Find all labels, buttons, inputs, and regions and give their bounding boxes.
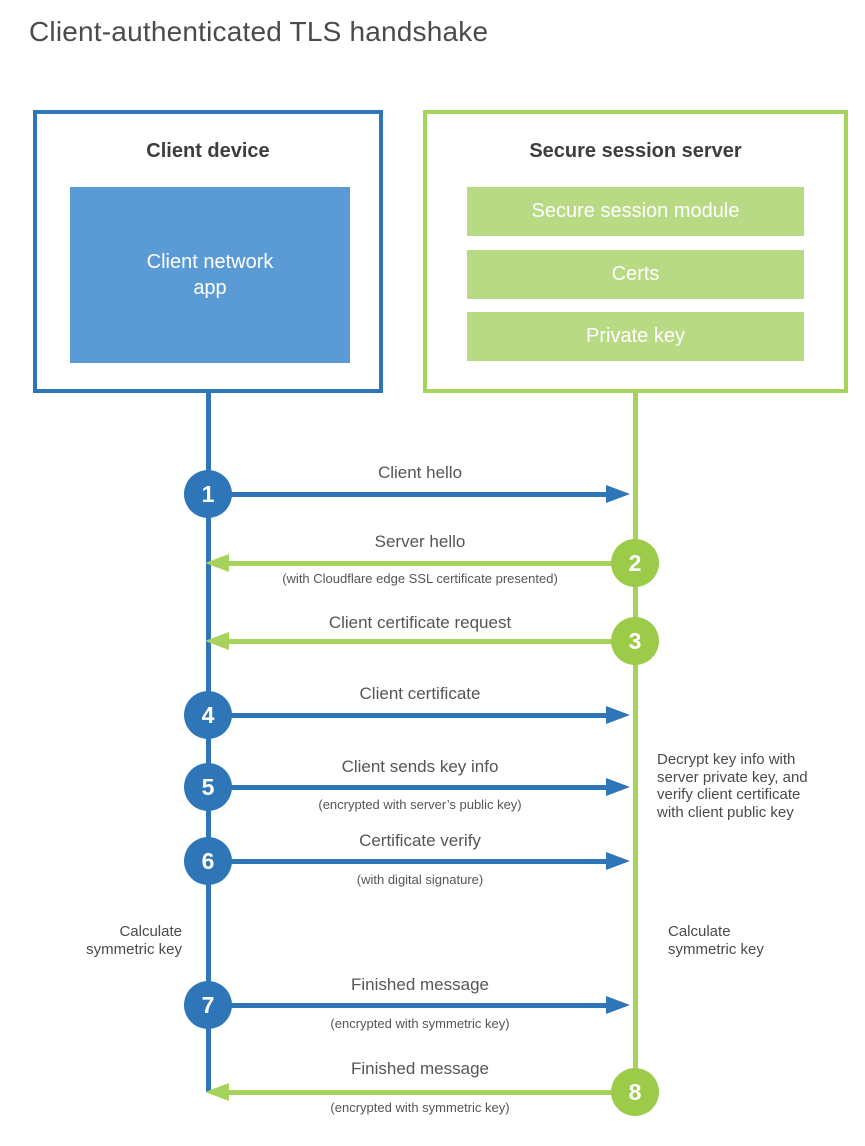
step-6-sublabel: (with digital signature): [356, 872, 484, 887]
decrypt-note: Decrypt key info with server private key…: [657, 751, 808, 822]
arrowhead-right-icon: [606, 996, 630, 1014]
secure-session-server-box: Secure session server Secure session mod…: [423, 110, 848, 393]
step-3-circle: 3: [611, 617, 659, 665]
step-7-label: Finished message: [351, 975, 489, 994]
client-device-box: Client device Client network app: [33, 110, 383, 393]
arrowhead-left-icon: [205, 554, 229, 572]
step-5-label: Client sends key info: [341, 757, 499, 776]
arrow-shaft: [208, 785, 608, 790]
arrow-shaft: [224, 1090, 635, 1095]
step-7-circle: 7: [184, 981, 232, 1029]
step-2-label: Server hello: [374, 532, 466, 551]
step-6-circle: 6: [184, 837, 232, 885]
page-title: Client-authenticated TLS handshake: [29, 16, 489, 47]
arrow-shaft: [208, 492, 608, 497]
calc-symmetric-key-right: Calculate symmetric key: [668, 923, 764, 958]
client-network-app: Client network app: [70, 187, 350, 363]
client-lifeline: [206, 392, 211, 1092]
step-2-circle: 2: [611, 539, 659, 587]
private-key-bar: Private key: [467, 312, 804, 361]
step-5-sublabel: (encrypted with server’s public key): [318, 797, 522, 812]
arrow-shaft: [208, 713, 608, 718]
arrowhead-right-icon: [606, 485, 630, 503]
arrowhead-left-icon: [205, 1083, 229, 1101]
step-3-label: Client certificate request: [328, 613, 512, 632]
arrowhead-right-icon: [606, 778, 630, 796]
secure-session-module-bar: Secure session module: [467, 187, 804, 236]
step-8-label: Finished message: [351, 1059, 489, 1078]
certs-bar: Certs: [467, 250, 804, 299]
arrowhead-right-icon: [606, 706, 630, 724]
calc-symmetric-key-left: Calculate symmetric key: [86, 923, 182, 958]
client-device-title: Client device: [146, 140, 270, 162]
arrowhead-left-icon: [205, 632, 229, 650]
arrow-shaft: [208, 1003, 608, 1008]
step-2-sublabel: (with Cloudflare edge SSL certificate pr…: [282, 571, 558, 586]
arrow-shaft: [224, 561, 635, 566]
step-1-label: Client hello: [377, 463, 463, 482]
server-lifeline: [633, 392, 638, 1092]
step-1-circle: 1: [184, 470, 232, 518]
secure-session-server-title: Secure session server: [529, 140, 742, 162]
step-8-sublabel: (encrypted with symmetric key): [330, 1100, 510, 1115]
step-4-circle: 4: [184, 691, 232, 739]
arrow-shaft: [208, 859, 608, 864]
step-7-sublabel: (encrypted with symmetric key): [330, 1016, 510, 1031]
arrow-shaft: [224, 639, 635, 644]
step-8-circle: 8: [611, 1068, 659, 1116]
arrowhead-right-icon: [606, 852, 630, 870]
step-4-label: Client certificate: [359, 684, 481, 703]
step-6-label: Certificate verify: [359, 831, 481, 850]
step-5-circle: 5: [184, 763, 232, 811]
